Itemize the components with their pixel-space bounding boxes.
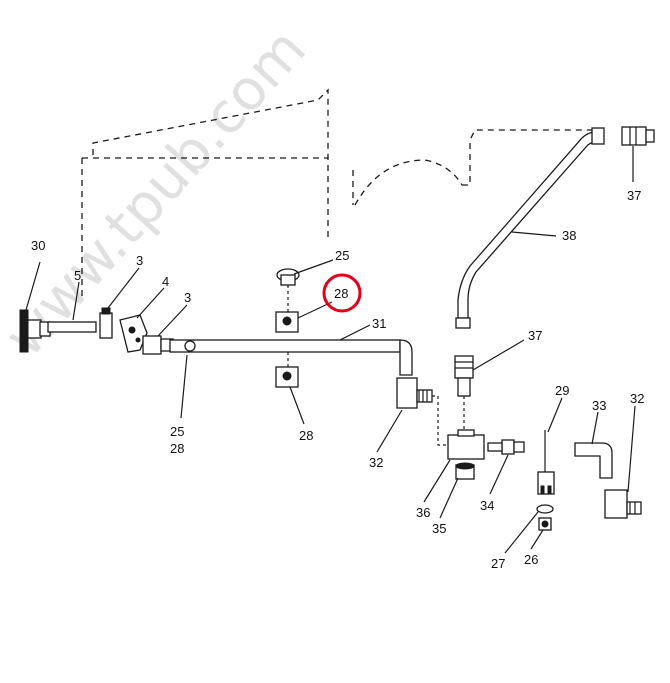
callout-38: 38 [562,228,576,243]
callout-36: 36 [416,505,430,520]
callout-4: 4 [162,274,169,289]
callout-34: 34 [480,498,494,513]
part-29-sensor [537,430,555,495]
callout-33: 33 [592,398,606,413]
part-25-plug [276,268,300,286]
dashed-housing-outline [81,88,600,300]
part-37-fitting-lower [454,355,474,397]
part-37-fitting-upper [621,126,655,146]
callout-37: 37 [627,188,641,203]
callout-31: 31 [372,316,386,331]
part-32-elbow-right [604,489,642,519]
part-38-pipe [455,127,605,329]
callout-3: 3 [136,253,143,268]
callout-labels: 30 5 3 4 3 25 28 31 25 28 28 32 38 37 37… [31,188,644,571]
callout-28-highlighted: 28 [334,286,348,301]
part-4-valve [119,314,148,353]
watermark-text: www.tpub.com [0,17,319,370]
part-3-fitting [99,307,113,339]
part-28-nut-upper [275,311,299,333]
callout-29: 29 [555,383,569,398]
part-28-nut-lower [275,366,299,388]
part-26-plug [538,517,552,531]
part-27-washer [536,504,554,514]
leader-lines [25,146,636,554]
callout-25: 25 [170,424,184,439]
highlight-circle [322,273,362,313]
callout-37: 37 [528,328,542,343]
callout-30: 30 [31,238,45,253]
callout-3: 3 [184,290,191,305]
part-30-t-handle [19,309,51,353]
part-34-connector [487,439,525,455]
callout-32: 32 [630,391,644,406]
part-36-tee [447,429,485,460]
part-5-rod [47,321,97,333]
part-32-elbow [396,377,433,409]
callout-5: 5 [74,268,81,283]
callout-28: 28 [170,441,184,456]
callout-25: 25 [335,248,349,263]
part-33-elbow-tube [574,442,613,479]
callout-35: 35 [432,521,446,536]
part-31-pipe [169,339,413,376]
callout-27: 27 [491,556,505,571]
part-35-cap [455,462,475,480]
part-3-elbow-fitting [142,335,174,355]
callout-32: 32 [369,455,383,470]
callout-26: 26 [524,552,538,567]
callout-28: 28 [299,428,313,443]
